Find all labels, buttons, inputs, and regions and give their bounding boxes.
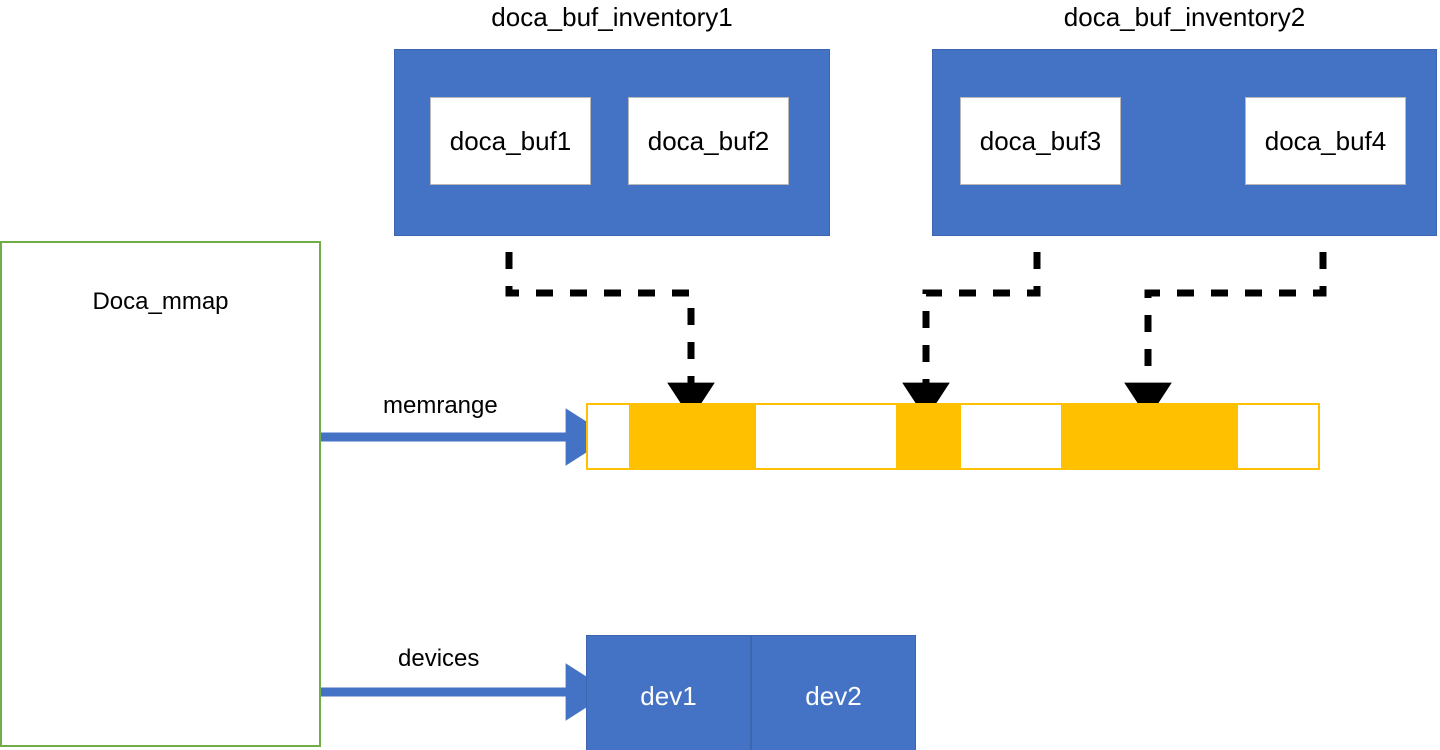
memrange-segment-5: [961, 405, 1061, 468]
doca-mmap-label: Doca_mmap: [92, 288, 229, 315]
doca-buf2-label: doca_buf2: [647, 125, 770, 156]
memrange-segment-2: [629, 405, 756, 468]
memrange-label: memrange: [383, 392, 498, 419]
doca-buf2-box[interactable]: doca_buf2: [628, 97, 789, 185]
doca-buf3-label: doca_buf3: [979, 125, 1102, 156]
device-dev2[interactable]: dev2: [751, 635, 916, 750]
memrange-segment-6: [1061, 405, 1238, 468]
memrange-segment-1: [588, 405, 629, 468]
doca-mmap-box[interactable]: Doca_mmap: [0, 241, 321, 747]
doca-buf3-box[interactable]: doca_buf3: [960, 97, 1121, 185]
device-dev1[interactable]: dev1: [586, 635, 751, 750]
inventory1-title: doca_buf_inventory1: [491, 2, 733, 32]
inventory2-title: doca_buf_inventory2: [1063, 2, 1306, 32]
doca-buf1-label: doca_buf1: [449, 125, 572, 156]
devices-group: dev1 dev2: [586, 635, 916, 750]
memrange-segment-4: [896, 405, 961, 468]
memrange-segment-3: [756, 405, 896, 468]
doca-buf-inventory2[interactable]: doca_buf3 doca_buf4: [932, 49, 1437, 236]
dev1-label: dev1: [640, 680, 697, 711]
dev2-label: dev2: [805, 680, 862, 711]
memrange-bar[interactable]: [586, 403, 1320, 470]
memrange-segment-7: [1238, 405, 1318, 468]
doca-buf4-box[interactable]: doca_buf4: [1245, 97, 1406, 185]
doca-buf1-box[interactable]: doca_buf1: [430, 97, 591, 185]
doca-buf4-label: doca_buf4: [1264, 125, 1387, 156]
devices-label: devices: [398, 645, 480, 672]
doca-buf-inventory1[interactable]: doca_buf1 doca_buf2: [394, 49, 830, 236]
